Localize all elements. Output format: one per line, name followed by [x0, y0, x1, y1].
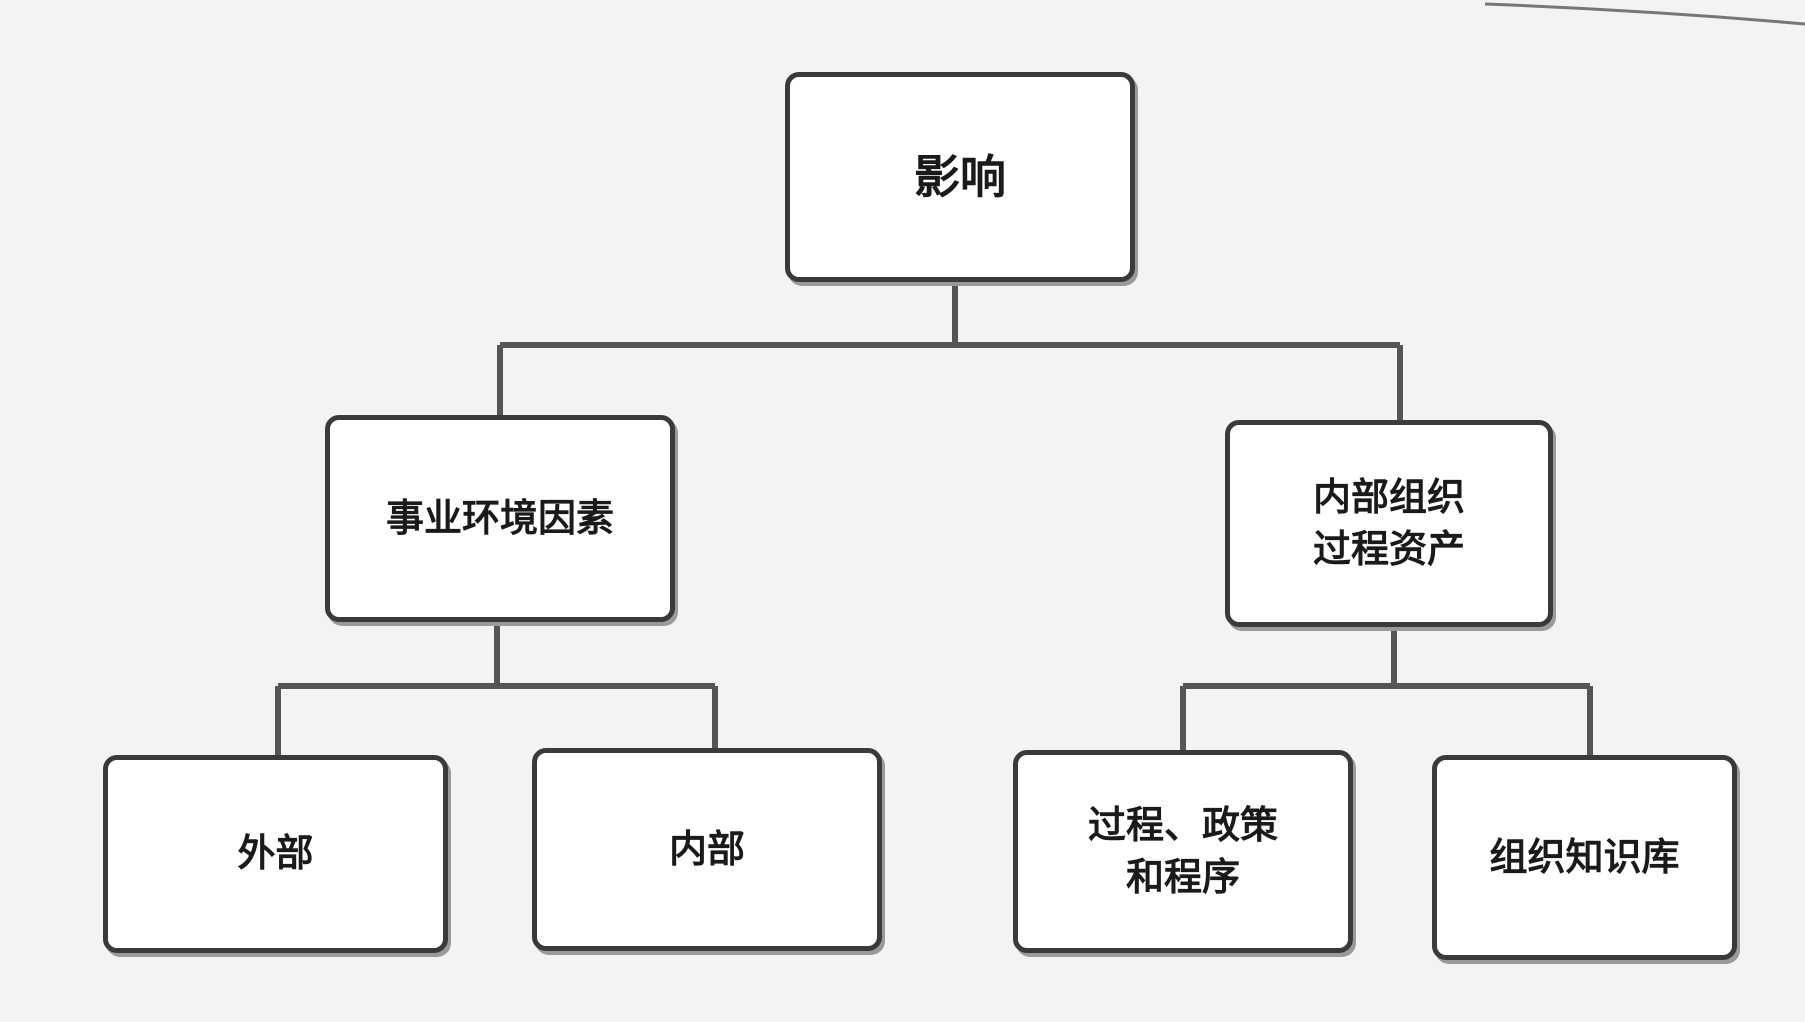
node-internal: 内部 — [532, 748, 882, 951]
connector-assets-to-children — [1180, 627, 1593, 755]
root-node-influence: 影响 — [785, 72, 1135, 282]
node-organizational-process-assets-label: 内部组织 过程资产 — [1312, 475, 1465, 571]
node-organizational-knowledge-base: 组织知识库 — [1432, 755, 1737, 960]
connector-root-to-level1 — [497, 282, 1403, 420]
node-external: 外部 — [103, 755, 448, 953]
node-organizational-process-assets: 内部组织 过程资产 — [1225, 420, 1553, 627]
connector-environment-to-children — [275, 622, 718, 755]
node-enterprise-environmental-factors: 事业环境因素 — [325, 415, 675, 622]
node-processes-policies-procedures: 过程、政策 和程序 — [1013, 750, 1353, 953]
node-organizational-knowledge-base-label: 组织知识库 — [1489, 834, 1680, 879]
node-enterprise-environmental-factors-label: 事业环境因素 — [385, 495, 614, 540]
node-internal-label: 内部 — [668, 826, 745, 871]
node-processes-policies-procedures-label: 过程、政策 和程序 — [1087, 803, 1278, 899]
node-external-label: 外部 — [237, 831, 314, 876]
page-curl-edge — [1485, 2, 1805, 26]
root-node-label: 影响 — [914, 149, 1006, 204]
